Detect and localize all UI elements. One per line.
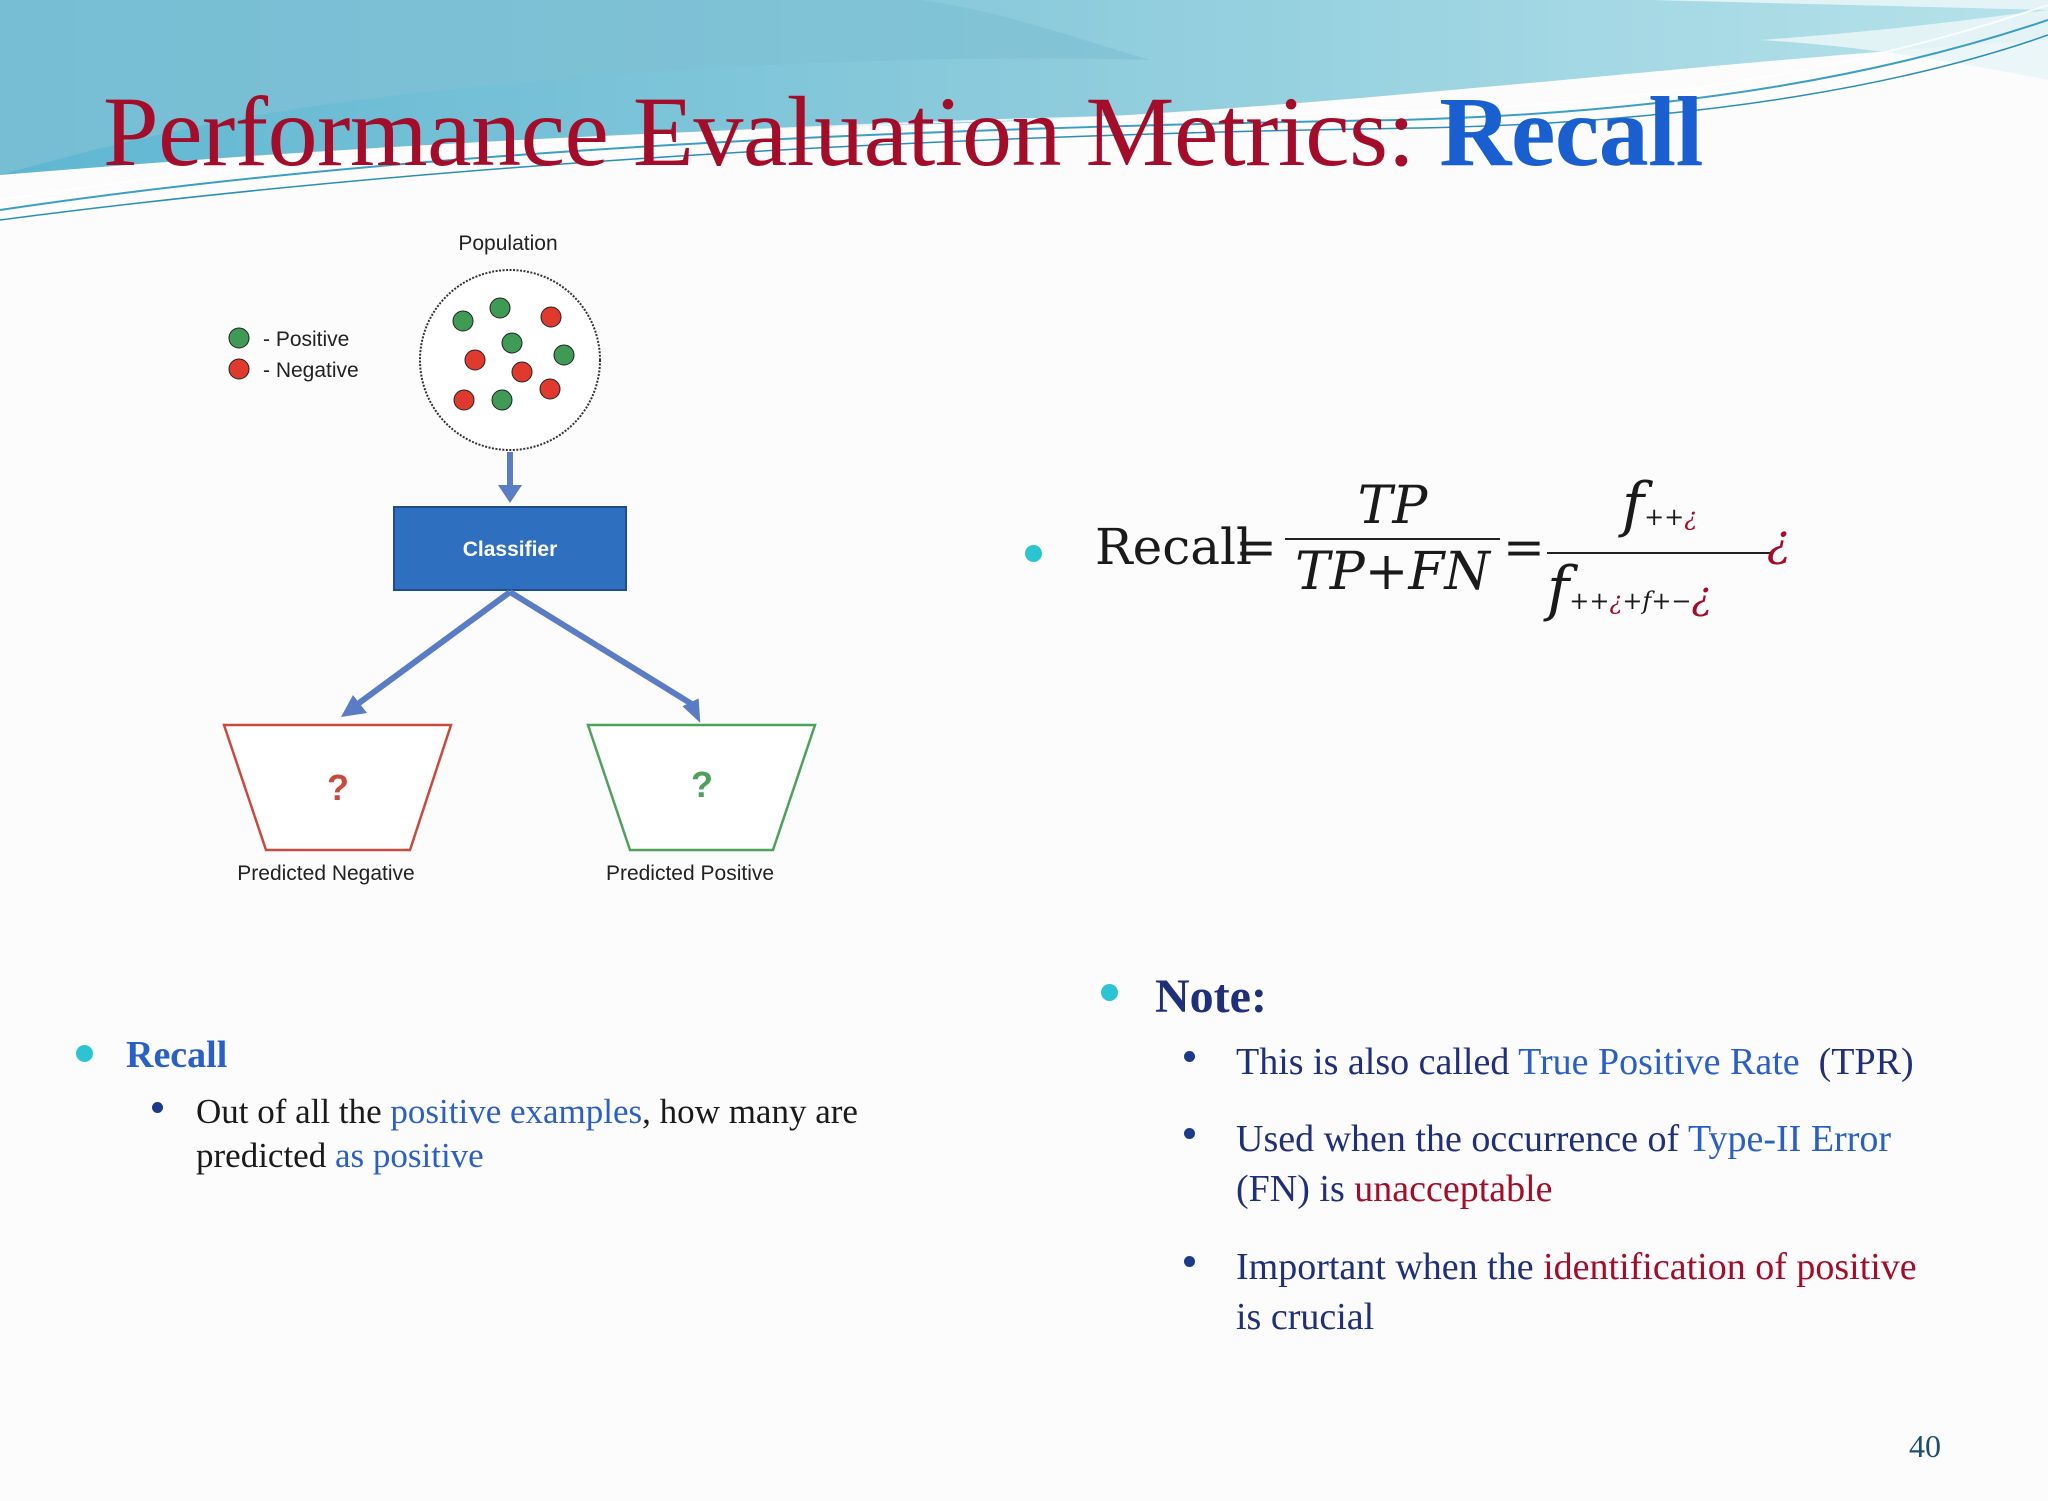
population-dot xyxy=(540,306,562,328)
formula-fraction-2: f++¿ f++¿+f+−¿ xyxy=(1547,474,1772,632)
population-dot xyxy=(453,389,475,411)
header-wave-decoration xyxy=(0,0,2048,221)
recall-desc-part1: Out of all the xyxy=(196,1092,391,1131)
note-bullet xyxy=(1101,984,1118,1001)
fraction2-den-sub3: +− xyxy=(1651,587,1692,615)
fraction2-den-mark2: ¿ xyxy=(1691,574,1712,618)
formula-bullet xyxy=(1025,545,1042,562)
arrowhead-left xyxy=(341,695,367,717)
legend-negative-label: - Negative xyxy=(263,359,359,382)
population-dot xyxy=(539,378,561,400)
formula-equals-2: = xyxy=(1503,518,1545,576)
slide-title: Performance Evaluation Metrics: Recall xyxy=(103,72,1703,192)
fraction2-den-sub1: ++ xyxy=(1569,587,1610,615)
fraction2-num-mark: ¿ xyxy=(1684,503,1698,531)
predicted-negative-label: Predicted Negative xyxy=(237,862,414,885)
page-number: 40 xyxy=(1909,1428,1941,1464)
recall-heading: Recall xyxy=(126,1034,228,1076)
title-highlight: Recall xyxy=(1439,76,1703,187)
population-dot xyxy=(452,310,474,332)
fraction2-num-sub: ++ xyxy=(1644,503,1685,531)
note-item1: This is also called True Positive Rate (… xyxy=(1236,1038,1914,1086)
formula-equals-1: = xyxy=(1235,518,1277,576)
note-item2-line1: Used when the occurrence of Type-II Erro… xyxy=(1236,1115,1891,1163)
recall-desc-positive-examples: positive examples xyxy=(390,1092,643,1131)
note-item3-identification: identification of positive xyxy=(1543,1246,1917,1288)
note-heading: Note: xyxy=(1155,970,1267,1023)
recall-desc-part4: predicted xyxy=(196,1136,335,1175)
population-dot xyxy=(553,344,575,366)
note-item2-unacceptable: unacceptable xyxy=(1354,1168,1553,1210)
note-item1-part-c: (TPR) xyxy=(1799,1041,1914,1083)
population-dot xyxy=(491,389,513,411)
note-item1-tpr-term: True Positive Rate xyxy=(1518,1041,1800,1083)
recall-desc-as-positive: as positive xyxy=(334,1136,484,1175)
classifier-diagram: Population - Positive - Negative Classif… xyxy=(222,232,817,885)
formula-fraction-1: TP TP+FN xyxy=(1285,478,1500,600)
population-dot xyxy=(511,361,533,383)
predicted-positive-box xyxy=(586,723,817,852)
formula-lhs: Recall xyxy=(1095,518,1253,576)
note-item2-part-c: (FN) is xyxy=(1236,1168,1355,1210)
arrowhead-classifier xyxy=(498,485,522,503)
note-item3-line1: Important when the identification of pos… xyxy=(1236,1243,1917,1291)
formula-trailing-mark: ¿ xyxy=(1767,516,1791,567)
recall-description-line2: predicted as positive xyxy=(196,1134,484,1178)
fraction1-numerator: TP xyxy=(1357,476,1428,536)
note-item2-line2: (FN) is unacceptable xyxy=(1236,1165,1553,1213)
fraction2-bar xyxy=(1547,552,1772,554)
note-item3-bullet xyxy=(1184,1256,1195,1267)
fraction1-denominator: TP+FN xyxy=(1295,542,1490,602)
legend-positive-label: - Positive xyxy=(263,328,349,351)
arrow-right-line xyxy=(508,589,697,709)
arrow-left-line xyxy=(353,589,512,709)
population-dot xyxy=(489,297,511,319)
recall-desc-part3: , how many are xyxy=(642,1092,858,1131)
legend-negative-swatch xyxy=(228,358,250,380)
note-item1-bullet xyxy=(1184,1051,1195,1062)
predicted-positive-label: Predicted Positive xyxy=(606,862,774,885)
note-item3-part-a: Important when the xyxy=(1236,1246,1544,1288)
fraction2-numerator: f++¿ xyxy=(1547,474,1772,548)
note-item2-part-a: Used when the occurrence of xyxy=(1236,1118,1688,1160)
predicted-negative-box xyxy=(222,723,453,852)
note-item2-bullet xyxy=(1184,1128,1195,1139)
predicted-negative-symbol: ? xyxy=(327,767,349,808)
recall-sub-bullet xyxy=(152,1102,163,1113)
fraction2-den-f: f xyxy=(1547,554,1570,624)
population-dot xyxy=(464,349,486,371)
fraction2-num-f: f xyxy=(1621,470,1645,540)
legend-positive-swatch xyxy=(228,327,250,349)
classifier-label: Classifier xyxy=(463,538,558,561)
fraction2-den-sub2: +f xyxy=(1622,587,1652,615)
recall-description-line1: Out of all the positive examples, how ma… xyxy=(196,1090,858,1134)
fraction2-den-mark1: ¿ xyxy=(1609,587,1623,615)
note-item1-part-a: This is also called xyxy=(1236,1041,1519,1083)
arrowhead-right xyxy=(682,698,701,723)
population-label: Population xyxy=(458,232,557,255)
population-dot xyxy=(501,332,523,354)
note-item3-line2: is crucial xyxy=(1236,1296,1375,1338)
fraction2-denominator: f++¿+f+−¿ xyxy=(1547,558,1772,632)
note-item2-type2-error: Type-II Error xyxy=(1687,1118,1891,1160)
recall-bullet xyxy=(76,1045,93,1062)
title-main: Performance Evaluation Metrics: xyxy=(103,76,1440,187)
fraction1-bar xyxy=(1285,538,1500,540)
classifier-box xyxy=(393,506,627,591)
predicted-positive-symbol: ? xyxy=(691,764,713,805)
